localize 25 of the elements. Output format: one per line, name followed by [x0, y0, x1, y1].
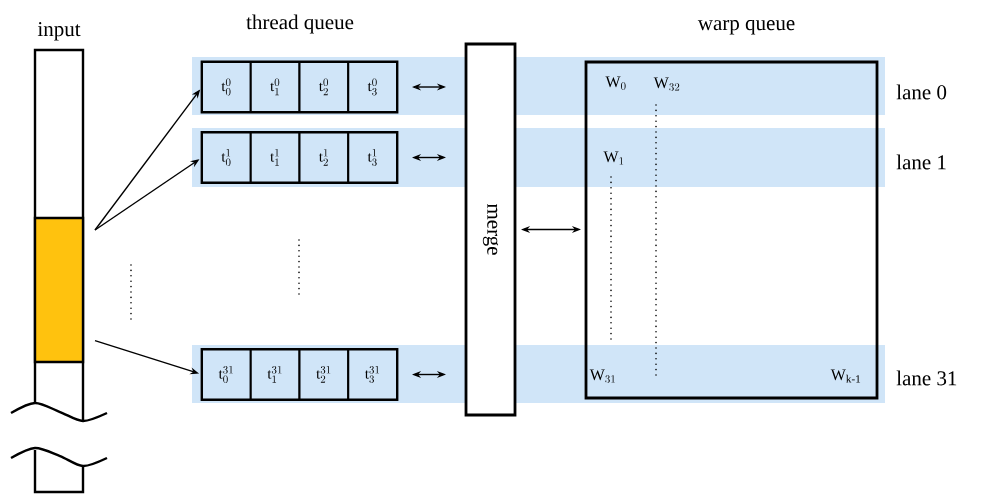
column-heading: input: [37, 22, 81, 41]
warp-label: $\mathrm{W}_{32}$: [653, 77, 680, 91]
warp-label: $\mathrm{W}_{1}$: [603, 151, 624, 165]
lane-label: lane 31: [896, 370, 957, 386]
column-heading: thread queue: [246, 14, 354, 34]
queue-cell: $\mathrm{t}_{1}^{0}$: [249, 61, 301, 113]
queue-cell: $\mathrm{t}_{2}^{1}$: [298, 131, 350, 184]
queue-cell: $\mathrm{t}_{3}^{1}$: [347, 131, 398, 184]
merge-box: merge: [464, 42, 517, 417]
highlighted-segment: [33, 216, 85, 364]
warp-label: $\mathrm{W}_{31}$: [589, 369, 615, 383]
warp-label: $\mathrm{W}_{0}$: [605, 76, 626, 90]
queue-cell: $\mathrm{t}_{2}^{0}$: [298, 61, 350, 113]
queue-cell: $\mathrm{t}_{0}^{0}$: [201, 61, 252, 113]
queue-cell: $\mathrm{t}_{1}^{31}$: [249, 348, 301, 401]
queue-cell: $\mathrm{t}_{0}^{31}$: [201, 348, 252, 401]
queue-cell: $\mathrm{t}_{0}^{1}$: [201, 131, 252, 184]
warp-label: $\mathrm{W}_{\text{k-1}}$: [830, 369, 861, 383]
queue-cell: $\mathrm{t}_{2}^{31}$: [298, 348, 350, 401]
lane-label: lane 0: [896, 84, 947, 100]
column-heading: warp queue: [697, 19, 795, 35]
queue-cell: $\mathrm{t}_{1}^{1}$: [249, 131, 301, 184]
queue-cell: $\mathrm{t}_{3}^{31}$: [347, 348, 398, 401]
queue-cell: $\mathrm{t}_{3}^{0}$: [347, 61, 398, 113]
lane-label: lane 1: [896, 154, 946, 170]
